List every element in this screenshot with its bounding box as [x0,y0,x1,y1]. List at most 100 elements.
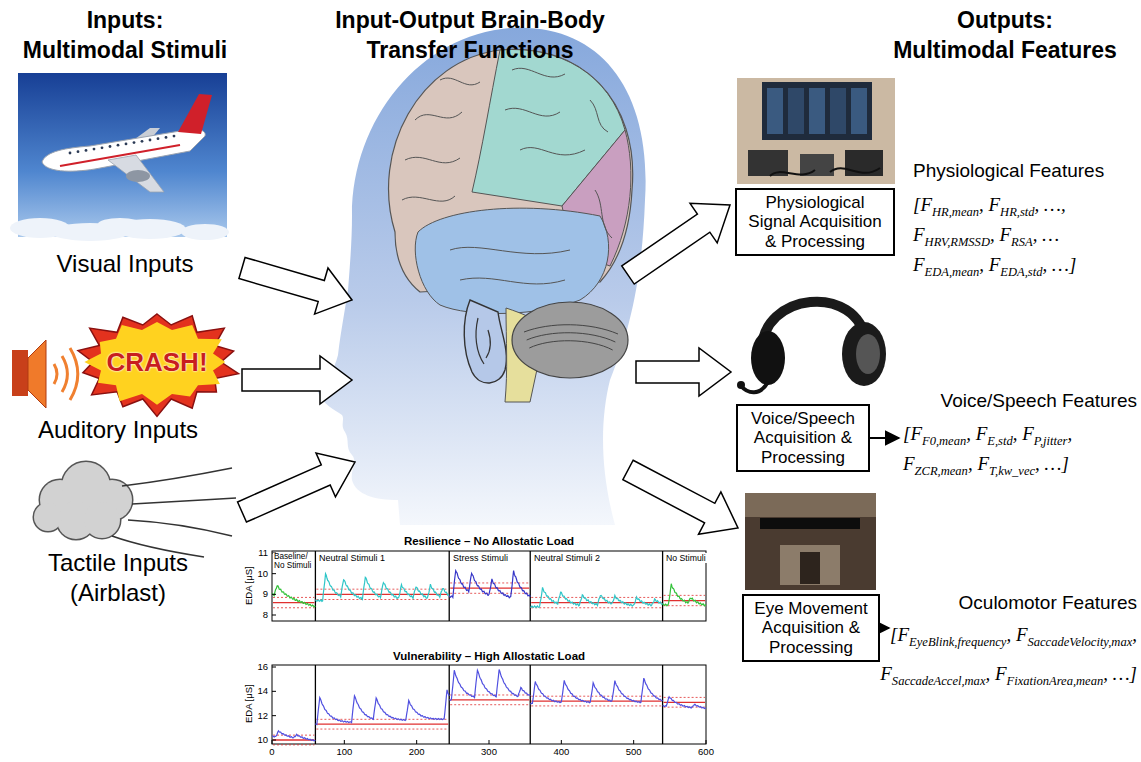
label-text: CRASH! [106,347,207,377]
cerebellum-fold [529,341,612,350]
feature-title: Physiological Features [913,160,1104,183]
y-tick [272,594,276,595]
equipment-box [800,154,834,176]
label-text: , F [1013,423,1034,444]
segment-divider [449,665,450,744]
mean-line [531,700,661,701]
feature-vector: FZCR,mean, FT,kw_vec, …] [903,453,1069,479]
label-text: 14 [257,685,268,696]
cloud-outline [84,502,120,538]
airplane-engine [126,170,150,182]
label-text: , … [1033,224,1059,245]
mean-line [316,724,448,725]
mean-line [273,602,314,603]
crash-burst-inner [84,322,225,405]
tick-label: 10 [228,734,268,745]
segment-label: No Stimuli [665,553,707,563]
airplane-window [101,146,104,149]
cloud-outline [34,503,62,531]
airplane-window [149,139,152,142]
airplane-window [85,149,88,152]
wind-line [122,468,232,486]
y-tick [272,740,276,741]
label-text: , …] [1035,453,1069,474]
label-text: [F [903,423,922,444]
equipment-module [851,88,867,134]
brain-gyrus [440,78,480,85]
label-text: 12 [257,710,268,721]
subscript-text: T,kw_vec [989,464,1035,478]
y-tick [272,615,276,616]
subscript-text: EDA,std [1000,265,1042,279]
eda-trace [272,586,315,607]
label-text: F [903,453,915,474]
label-text: 200 [409,746,425,757]
label-text: EDA [μS] [243,567,254,606]
wind-line [128,520,232,536]
crash-burst-outer [78,314,239,416]
label-text: , F [979,254,1000,275]
x-tick [561,740,562,744]
sound-effect-text: CRASH! [92,347,222,378]
mean-line [664,702,705,703]
head-silhouette [318,28,646,525]
tick-label: 400 [544,746,578,757]
x-tick [272,740,273,744]
box-text: Eye Movement Acquisition & Processing [750,599,872,658]
subscript-text: EDA,mean [925,265,980,279]
axis-label: EDA [μS] [243,551,254,621]
tick-label: 9 [228,588,268,599]
y-tick [272,573,276,574]
headset-mic [737,381,745,389]
tick-label: 100 [327,746,361,757]
feature-vector: [FEyeBlink,frequency, FSaccadeVelocity,m… [890,624,1137,650]
equipment-cable [770,170,815,176]
label-text: Multimodal Stimuli [23,37,227,63]
x-tick [344,740,345,744]
tick-label: 600 [689,746,723,757]
label-text: , …] [1042,254,1076,275]
airplane-stripe [60,145,180,166]
plot-frame [272,551,706,621]
tick-label: 12 [228,710,268,721]
segment-divider [662,551,663,621]
y-tick [272,691,276,692]
std-line [450,694,529,695]
leader-arrow [870,437,899,439]
segment-divider [530,665,531,744]
subscript-text: HR,std [1000,205,1034,219]
equipment-module [830,88,846,134]
box-text: Physiological Signal Acquisition & Proce… [743,193,887,252]
tick-label: 300 [472,746,506,757]
axis-label: EDA [μS] [243,669,254,739]
equipment-device [762,82,872,140]
label-text: , [1067,423,1072,444]
process-box: Physiological Signal Acquisition & Proce… [735,188,895,257]
headset-cup [751,331,785,385]
label-text: Oculomotor Features [959,592,1137,613]
label-text: , F [968,453,989,474]
eye-tracker-wall [745,493,876,517]
x-tick [416,740,417,744]
label-text: Physiological Features [913,160,1104,181]
label-text: 10 [257,568,268,579]
tick-label: 200 [400,746,434,757]
label-text: 8 [263,609,268,620]
column-heading: Outputs: [885,6,1125,36]
std-line [664,605,705,606]
std-line [273,735,314,736]
std-line [316,599,448,600]
x-tick [706,740,707,744]
equipment-module [767,88,783,134]
brain-gyrus [405,157,460,163]
feature-vector: FSaccadeAccel,max, FFixationArea,mean, …… [880,663,1137,689]
label-text: 100 [336,746,352,757]
airplane-window [173,135,176,138]
std-line [450,704,529,705]
eda-trace [449,670,530,701]
label-text: Vulnerability – High Allostatic Load [393,650,585,662]
speaker-cone [28,340,46,408]
subscript-text: FixationArea,mean [1007,674,1104,688]
column-heading: Inputs: [5,6,245,36]
